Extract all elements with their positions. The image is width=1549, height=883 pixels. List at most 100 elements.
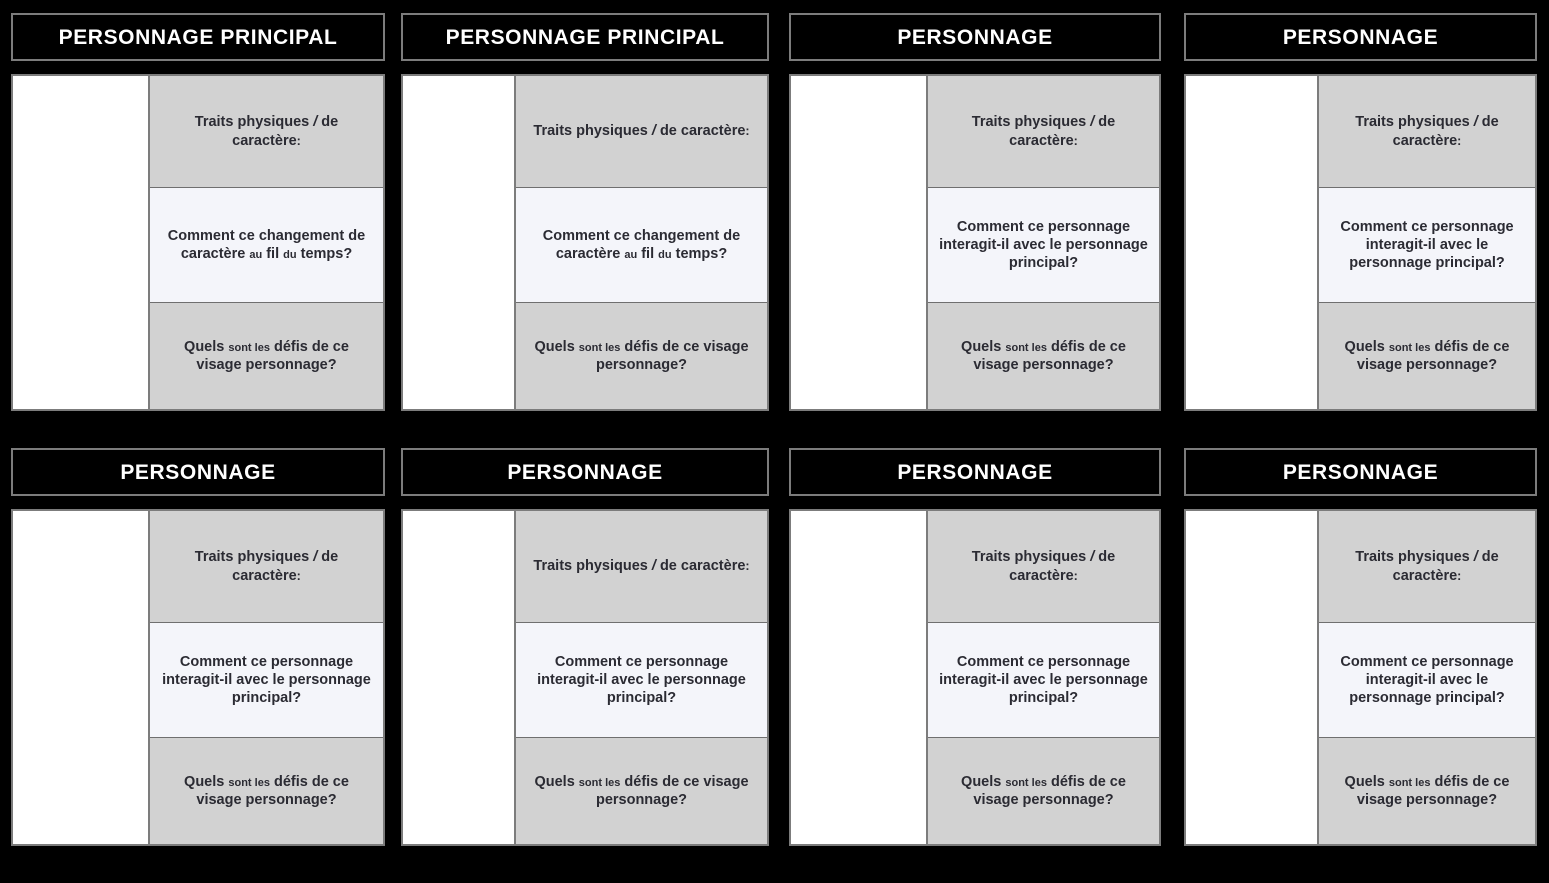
prompt-challenges-8[interactable]: Quels sont les défis de ce visage person… (1319, 738, 1535, 844)
prompt-challenges-1[interactable]: Quels sont les défis de ce visage person… (150, 303, 383, 409)
prompt-stack-5: Traits physiques / de caractère: Comment… (150, 511, 383, 844)
prompt-interaction-3[interactable]: Comment ce personnage interagit-il avec … (928, 187, 1159, 303)
card-body-3: Traits physiques / de caractère: Comment… (789, 74, 1161, 411)
challenge-part1: Quels (184, 773, 229, 790)
prompt-challenges-4[interactable]: Quels sont les défis de ce visage person… (1319, 303, 1535, 409)
card-header-7[interactable]: PERSONNAGE (789, 448, 1161, 496)
challenge-small1: sont les (578, 776, 621, 789)
card-header-1[interactable]: PERSONNAGE PRINCIPAL (11, 13, 385, 61)
art-panel-6[interactable] (403, 511, 516, 844)
traits-colon: : (1457, 568, 1462, 583)
interaction-text: Comment ce personnage interagit-il avec … (162, 653, 371, 707)
character-card-4[interactable]: PERSONNAGE Traits physiques / de caractè… (1176, 13, 1549, 411)
traits-colon: : (1073, 133, 1078, 148)
prompt-traits-5[interactable]: Traits physiques / de caractère: (150, 511, 383, 622)
prompt-interaction-6[interactable]: Comment ce personnage interagit-il avec … (516, 622, 767, 738)
card-header-8[interactable]: PERSONNAGE (1184, 448, 1537, 496)
prompt-traits-3[interactable]: Traits physiques / de caractère: (928, 76, 1159, 187)
card-title-2: PERSONNAGE PRINCIPAL (445, 25, 725, 49)
art-panel-2[interactable] (403, 76, 516, 409)
interaction-text: Comment ce personnage interagit-il avec … (537, 653, 746, 707)
challenge-small1: sont les (1005, 341, 1047, 354)
prompt-stack-1: Traits physiques / de caractère: Comment… (150, 76, 383, 409)
prompt-challenges-2[interactable]: Quels sont les défis de ce visage person… (516, 303, 767, 409)
card-title-8: PERSONNAGE (1282, 460, 1439, 484)
prompt-traits-4[interactable]: Traits physiques / de caractère: (1319, 76, 1535, 187)
card-title-5: PERSONNAGE (120, 460, 276, 484)
challenge-small1: sont les (228, 341, 270, 354)
card-header-3[interactable]: PERSONNAGE (789, 13, 1161, 61)
traits-part1: Traits physiques (971, 114, 1091, 131)
art-panel-5[interactable] (13, 511, 150, 844)
prompt-interaction-5[interactable]: Comment ce personnage interagit-il avec … (150, 622, 383, 738)
traits-part1: Traits physiques (194, 549, 314, 566)
header-gap-5 (11, 496, 385, 509)
character-card-3[interactable]: PERSONNAGE Traits physiques / de caractè… (786, 13, 1176, 411)
traits-colon: : (745, 124, 750, 139)
card-body-4: Traits physiques / de caractère: Comment… (1184, 74, 1537, 411)
art-panel-7[interactable] (791, 511, 928, 844)
traits-part1: Traits physiques (533, 558, 652, 575)
traits-part2: de caractère (232, 114, 339, 149)
prompt-change-2[interactable]: Comment ce changement de caractère au fi… (516, 187, 767, 303)
card-header-5[interactable]: PERSONNAGE (11, 448, 385, 496)
character-card-2[interactable]: PERSONNAGE PRINCIPAL Traits physiques / … (396, 13, 786, 411)
card-header-6[interactable]: PERSONNAGE (401, 448, 769, 496)
prompt-traits-1[interactable]: Traits physiques / de caractère: (150, 76, 383, 187)
challenge-part2: défis de ce visage personnage? (196, 773, 349, 808)
prompt-traits-8[interactable]: Traits physiques / de caractère: (1319, 511, 1535, 622)
header-gap-8 (1184, 496, 1537, 509)
change-small2: du (283, 249, 297, 261)
art-panel-1[interactable] (13, 76, 150, 409)
interaction-text: Comment ce personnage interagit-il avec … (1340, 218, 1514, 272)
prompt-challenges-5[interactable]: Quels sont les défis de ce visage person… (150, 738, 383, 844)
card-header-2[interactable]: PERSONNAGE PRINCIPAL (401, 13, 769, 61)
prompt-traits-6[interactable]: Traits physiques / de caractère: (516, 511, 767, 622)
art-panel-4[interactable] (1186, 76, 1319, 409)
challenge-part2: défis de ce visage personnage? (1356, 773, 1510, 808)
prompt-stack-7: Traits physiques / de caractère: Comment… (928, 511, 1159, 844)
change-small1: au (624, 249, 638, 261)
card-body-5: Traits physiques / de caractère: Comment… (11, 509, 385, 846)
prompt-traits-2[interactable]: Traits physiques / de caractère: (516, 76, 767, 187)
challenge-part2: défis de ce visage personnage? (595, 338, 749, 373)
challenge-small1: sont les (1388, 776, 1431, 789)
storyboard-row-1: PERSONNAGE PRINCIPAL Traits physiques / … (0, 13, 1549, 411)
traits-part2: de caractère (1009, 114, 1116, 149)
prompt-traits-7[interactable]: Traits physiques / de caractère: (928, 511, 1159, 622)
prompt-challenges-6[interactable]: Quels sont les défis de ce visage person… (516, 738, 767, 844)
character-card-1[interactable]: PERSONNAGE PRINCIPAL Traits physiques / … (0, 13, 396, 411)
traits-slash: / (1473, 549, 1478, 566)
storyboard-row-2: PERSONNAGE Traits physiques / de caractè… (0, 448, 1549, 846)
prompt-challenges-3[interactable]: Quels sont les défis de ce visage person… (928, 303, 1159, 409)
card-body-2: Traits physiques / de caractère: Comment… (401, 74, 769, 411)
art-panel-8[interactable] (1186, 511, 1319, 844)
prompt-change-1[interactable]: Comment ce changement de caractère au fi… (150, 187, 383, 303)
traits-part1: Traits physiques (1355, 549, 1474, 566)
challenge-small1: sont les (1005, 776, 1047, 789)
traits-part1: Traits physiques (1355, 114, 1474, 131)
traits-colon: : (1457, 133, 1462, 148)
art-panel-3[interactable] (791, 76, 928, 409)
challenge-part2: défis de ce visage personnage? (1356, 338, 1510, 373)
card-header-4[interactable]: PERSONNAGE (1184, 13, 1537, 61)
card-title-1: PERSONNAGE PRINCIPAL (58, 25, 338, 49)
prompt-interaction-4[interactable]: Comment ce personnage interagit-il avec … (1319, 187, 1535, 303)
character-card-5[interactable]: PERSONNAGE Traits physiques / de caractè… (0, 448, 396, 846)
prompt-challenges-7[interactable]: Quels sont les défis de ce visage person… (928, 738, 1159, 844)
challenge-part1: Quels (1344, 338, 1389, 355)
traits-slash: / (1473, 114, 1478, 131)
card-title-6: PERSONNAGE (507, 460, 663, 484)
prompt-stack-2: Traits physiques / de caractère: Comment… (516, 76, 767, 409)
prompt-interaction-8[interactable]: Comment ce personnage interagit-il avec … (1319, 622, 1535, 738)
interaction-text: Comment ce personnage interagit-il avec … (1340, 653, 1514, 707)
traits-part2: de caractère (1009, 549, 1116, 584)
challenge-small1: sont les (1388, 341, 1431, 354)
card-body-8: Traits physiques / de caractère: Comment… (1184, 509, 1537, 846)
character-card-7[interactable]: PERSONNAGE Traits physiques / de caractè… (786, 448, 1176, 846)
challenge-part1: Quels (1344, 773, 1389, 790)
prompt-interaction-7[interactable]: Comment ce personnage interagit-il avec … (928, 622, 1159, 738)
traits-part1: Traits physiques (533, 123, 652, 140)
character-card-8[interactable]: PERSONNAGE Traits physiques / de caractè… (1176, 448, 1549, 846)
character-card-6[interactable]: PERSONNAGE Traits physiques / de caractè… (396, 448, 786, 846)
